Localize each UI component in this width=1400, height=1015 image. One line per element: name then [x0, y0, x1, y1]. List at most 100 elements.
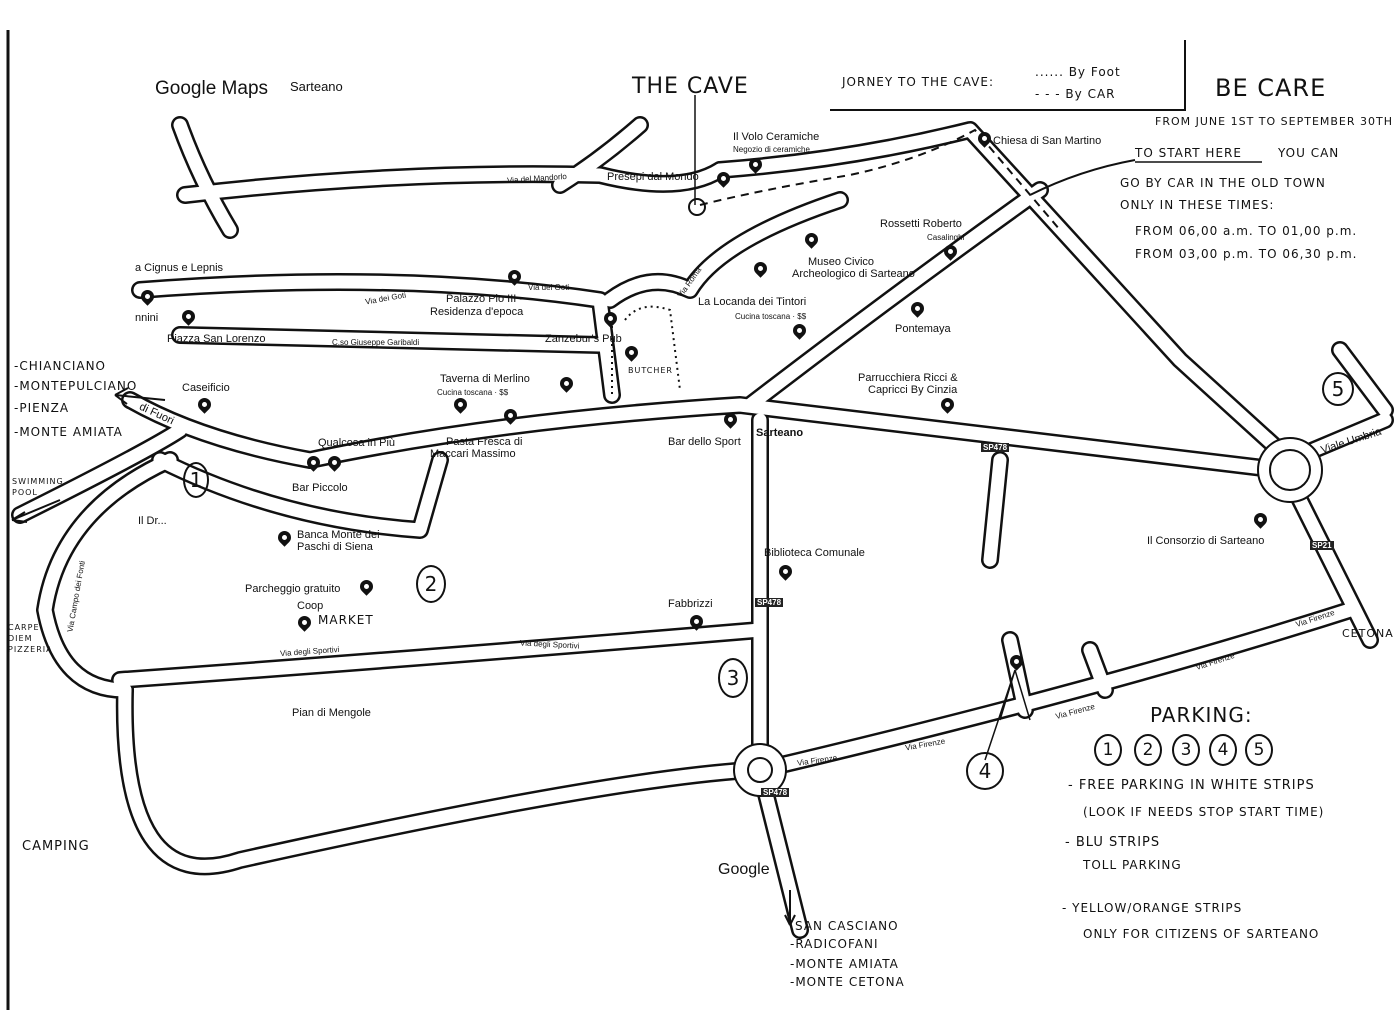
place-parcheggio[interactable]: Parcheggio gratuito: [245, 583, 341, 595]
cetona-label: CETONA: [1342, 627, 1394, 640]
rule-dates: FROM JUNE 1ST TO SEPTEMBER 30TH: [1155, 115, 1394, 128]
car-route: [699, 128, 1061, 231]
place-presepi[interactable]: Presepi dal Mondo: [607, 171, 699, 183]
place-palazzo-2[interactable]: Residenza d'epoca: [430, 306, 524, 318]
rule-afternoon: FROM 03,00 p.m. TO 06,30 p.m.: [1135, 247, 1358, 261]
parking-rule-yellow: - YELLOW/ORANGE STRIPS: [1062, 901, 1243, 915]
swimming-pool-label: SWIMMING POOL: [12, 477, 64, 497]
butcher-label: BUTCHER: [628, 366, 673, 375]
arrow-south-icon: [784, 890, 796, 926]
parking-legend-1: 1: [1094, 734, 1122, 766]
parking-rule-free: - FREE PARKING IN WHITE STRIPS: [1068, 778, 1315, 793]
place-taverna-sub: Cucina toscana · $$: [437, 388, 509, 397]
dir-monte-amiata-south: -MONTE AMIATA: [790, 957, 899, 971]
place-pasta-2[interactable]: Maccari Massimo: [430, 448, 516, 460]
place-banca-1[interactable]: Banca Monte dei: [297, 529, 380, 541]
place-bar-sport[interactable]: Bar dello Sport: [668, 436, 741, 448]
parking-marker-3: 3: [718, 658, 748, 698]
town-name: Sarteano: [290, 79, 343, 94]
legend-title: JORNEY TO THE CAVE:: [842, 75, 995, 89]
place-chiesa[interactable]: Chiesa di San Martino: [993, 135, 1102, 147]
place-pontemaya[interactable]: Pontemaya: [895, 323, 951, 335]
carpe-diem-label: CARPE DIEM PIZZERIA: [8, 623, 53, 654]
start-here-pointer: [1029, 159, 1136, 196]
place-volo-sub: Negozio di ceramiche: [733, 145, 810, 154]
arrow-west-icon: [114, 387, 166, 405]
market-label: MARKET: [318, 613, 374, 627]
camping-label: CAMPING: [22, 839, 90, 854]
street-garibaldi: C.so Giuseppe Garibaldi: [332, 338, 420, 347]
be-care-label: BE CARE: [1215, 74, 1327, 102]
place-sarteano[interactable]: Sarteano: [756, 427, 804, 439]
place-pasta-1[interactable]: Pasta Fresca di: [446, 436, 523, 448]
parking-rule-citizens: ONLY FOR CITIZENS OF SARTEANO: [1083, 927, 1320, 941]
legend-car: - - - By CAR: [1035, 87, 1116, 101]
place-rossetti[interactable]: Rossetti Roberto: [880, 218, 962, 230]
dir-chianciano: -CHIANCIANO: [14, 359, 107, 373]
street-goti: Via dei Goti: [528, 283, 570, 292]
rule-start-here: TO START HERE: [1135, 146, 1242, 160]
road-shield-sp478: SP478: [755, 598, 784, 607]
place-rossetti-sub: Casalinghi: [927, 233, 965, 242]
dir-pienza: -PIENZA: [14, 401, 70, 415]
place-locanda-sub: Cucina toscana · $$: [735, 312, 807, 321]
parking-legend-4: 4: [1209, 734, 1237, 766]
place-museo-2[interactable]: Archeologico di Sarteano: [792, 268, 915, 280]
road-shield-sp478: SP478: [761, 788, 790, 797]
place-zanzebur[interactable]: Zanzebur's Pub: [545, 333, 622, 345]
parking-marker-2: 2: [416, 565, 446, 603]
rule-you-can: YOU CAN: [1278, 146, 1340, 160]
parking-marker-4: 4: [966, 752, 1004, 790]
roundabout-east-island: [1269, 449, 1311, 491]
rule-morning: FROM 06,00 a.m. TO 01,00 p.m.: [1135, 224, 1358, 238]
google-footer-logo: Google: [718, 861, 770, 878]
place-taverna[interactable]: Taverna di Merlino: [440, 373, 530, 385]
place-museo-1[interactable]: Museo Civico: [808, 256, 875, 268]
place-parrucchiera-1[interactable]: Parrucchiera Ricci &: [858, 372, 958, 384]
parking4-pointer: [984, 669, 1031, 761]
parking-marker-5: 5: [1322, 372, 1354, 406]
place-parrucchiera-2[interactable]: Capricci By Cinzia: [868, 384, 958, 396]
road-shield-sp478: SP478: [981, 443, 1010, 452]
place-consorzio[interactable]: Il Consorzio di Sarteano: [1147, 535, 1265, 547]
cave-marker: [688, 198, 706, 216]
parking-rule-free-note: (LOOK IF NEEDS STOP START TIME): [1083, 805, 1325, 819]
dir-monte-amiata: -MONTE AMIATA: [14, 425, 123, 439]
place-piazza[interactable]: Piazza San Lorenzo: [167, 333, 266, 345]
place-volo[interactable]: Il Volo Ceramiche: [733, 131, 820, 143]
place-qualcosa[interactable]: Qualcosa in Più: [318, 437, 396, 449]
foot-route: [611, 305, 681, 395]
arrow-pool-icon: [11, 499, 61, 523]
parking-legend-2: 2: [1134, 734, 1162, 766]
place-palazzo-1[interactable]: Palazzo Pio III -: [446, 293, 524, 305]
place-bar-piccolo[interactable]: Bar Piccolo: [292, 482, 348, 494]
place-banca-2[interactable]: Paschi di Siena: [297, 541, 373, 553]
rule-times: ONLY IN THESE TIMES:: [1120, 198, 1275, 212]
google-maps-logo: Google Maps: [155, 78, 269, 99]
dir-san-casciano: SAN CASCIANO: [795, 919, 899, 933]
dir-radicofani: -RADICOFANI: [790, 937, 879, 951]
place-biblioteca[interactable]: Biblioteca Comunale: [764, 547, 865, 559]
legend-foot: ...... By Foot: [1035, 65, 1121, 79]
road-shield-sp21: SP21: [1310, 541, 1334, 550]
parking-marker-1: 1: [183, 462, 209, 498]
place-cignus[interactable]: a Cignus e Lepnis: [135, 262, 224, 274]
place-caseificio[interactable]: Caseificio: [182, 382, 230, 394]
roundabout-south-island: [747, 757, 773, 783]
place-pian-mengole[interactable]: Pian di Mengole: [292, 707, 371, 719]
rule-old-town: GO BY CAR IN THE OLD TOWN: [1120, 176, 1326, 190]
legend-frame: [830, 40, 1186, 111]
place-locanda[interactable]: La Locanda dei Tintori: [698, 296, 807, 308]
parking-legend-5: 5: [1245, 734, 1273, 766]
place-coop[interactable]: Coop: [297, 600, 324, 612]
place-il-dr[interactable]: Il Dr...: [138, 515, 167, 527]
dir-monte-cetona: -MONTE CETONA: [790, 975, 905, 989]
parking-title: PARKING:: [1150, 703, 1253, 727]
parking-rule-toll: TOLL PARKING: [1083, 858, 1182, 872]
place-fabbrizzi[interactable]: Fabbrizzi: [668, 598, 713, 610]
parking-rule-blue: - BLU STRIPS: [1065, 835, 1161, 850]
parking-legend-3: 3: [1172, 734, 1200, 766]
place-nnini[interactable]: nnini: [135, 312, 159, 324]
the-cave-label: THE CAVE: [632, 74, 749, 99]
